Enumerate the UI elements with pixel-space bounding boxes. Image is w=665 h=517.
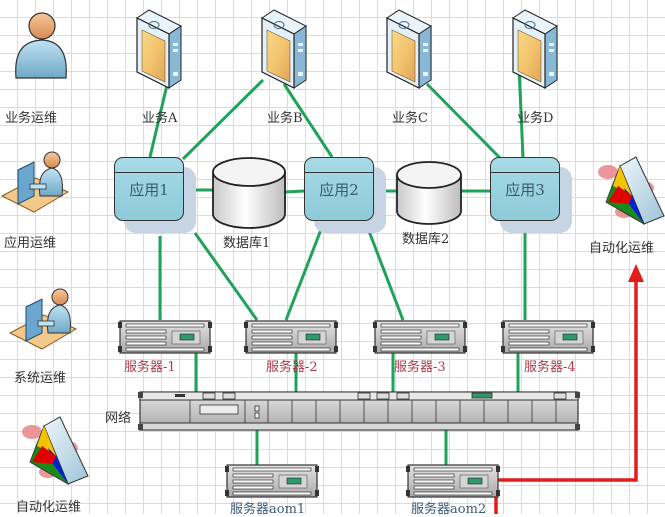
aom-server-label-2: 服务器aom2 [411, 502, 487, 517]
automation-ops-label-right: 自动化运维 [589, 241, 655, 256]
server-label-1: 服务器-1 [124, 360, 176, 375]
link-bizC-app3 [425, 82, 502, 160]
automation-prism-icon [598, 156, 665, 226]
links [148, 66, 527, 467]
tower-icon [136, 9, 182, 89]
rack-server-icon [118, 320, 212, 354]
network-switch-icon [138, 391, 580, 431]
tower-icon [512, 9, 558, 89]
application-node-2[interactable]: 应用2 [304, 157, 386, 233]
link-bizA-app1 [148, 84, 169, 158]
business-label-b: 业务B [267, 111, 303, 126]
application-label: 应用1 [129, 181, 169, 199]
link-app2-s2 [284, 226, 324, 321]
link-app2-s3 [365, 225, 405, 321]
link-bizD-app3 [517, 66, 525, 158]
server-label-3: 服务器-3 [394, 360, 446, 375]
business-label-c: 业务C [392, 111, 428, 126]
link-bizB-app1 [181, 78, 265, 161]
link-bizB-app2 [282, 83, 334, 158]
database-icon [396, 161, 462, 225]
role-label-app-ops: 应用运维 [4, 236, 57, 251]
server-label-4: 服务器-4 [524, 360, 576, 375]
rack-server-icon [501, 320, 595, 354]
rack-server-icon [406, 464, 500, 498]
rack-server-icon [373, 320, 467, 354]
database-label-2: 数据库2 [402, 232, 450, 247]
link-app1-s2 [193, 232, 259, 321]
operator-at-desk-icon [8, 288, 78, 350]
rack-server-icon [225, 464, 319, 498]
database-label-1: 数据库1 [223, 236, 271, 251]
role-label-system-ops: 系统运维 [14, 371, 67, 386]
network-label: 网络 [105, 411, 132, 426]
application-node-1[interactable]: 应用1 [114, 157, 196, 233]
arrow-up-icon [628, 264, 644, 282]
role-label-business-ops: 业务运维 [5, 111, 58, 126]
rack-server-icons [118, 320, 595, 498]
operator-at-desk-icon [0, 151, 70, 213]
tower-icon [386, 9, 432, 89]
business-tower-icons [136, 9, 558, 89]
server-label-2: 服务器-2 [266, 360, 318, 375]
person-icon [15, 12, 67, 79]
business-label-d: 业务D [517, 111, 554, 126]
role-label-automation-ops: 自动化运维 [16, 500, 82, 515]
application-node-3[interactable]: 应用3 [490, 157, 572, 233]
tower-icon [261, 9, 307, 89]
application-label: 应用3 [505, 181, 545, 199]
automation-prism-icon [22, 416, 89, 486]
link-db1-app2 [284, 189, 305, 194]
database-icon [212, 157, 286, 229]
rack-server-icon [244, 320, 338, 354]
application-label: 应用2 [319, 181, 359, 199]
aom-server-label-1: 服务器aom1 [230, 502, 306, 517]
business-label-a: 业务A [142, 111, 178, 126]
